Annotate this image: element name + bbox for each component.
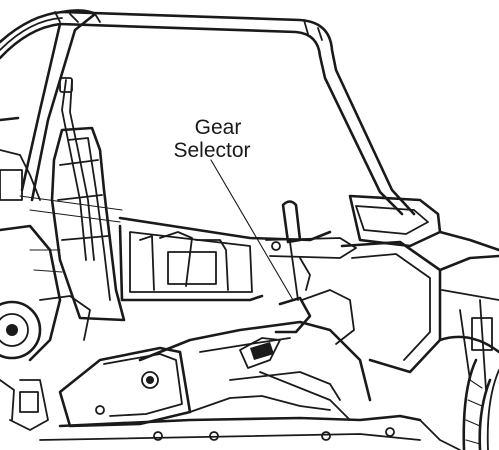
seat xyxy=(0,126,126,322)
roll-cage xyxy=(0,9,416,216)
left-suspension xyxy=(0,224,91,431)
callout-label-line1: Gear xyxy=(195,116,242,139)
seat-belt xyxy=(59,77,95,261)
right-wheel xyxy=(419,358,499,450)
dashboard xyxy=(340,194,499,391)
floor-console xyxy=(138,289,372,421)
callout-label-line2: Selector xyxy=(173,139,250,162)
rocker-panel xyxy=(39,346,422,441)
callout-leader-line xyxy=(210,159,294,301)
gear-selector-lever xyxy=(265,200,357,301)
